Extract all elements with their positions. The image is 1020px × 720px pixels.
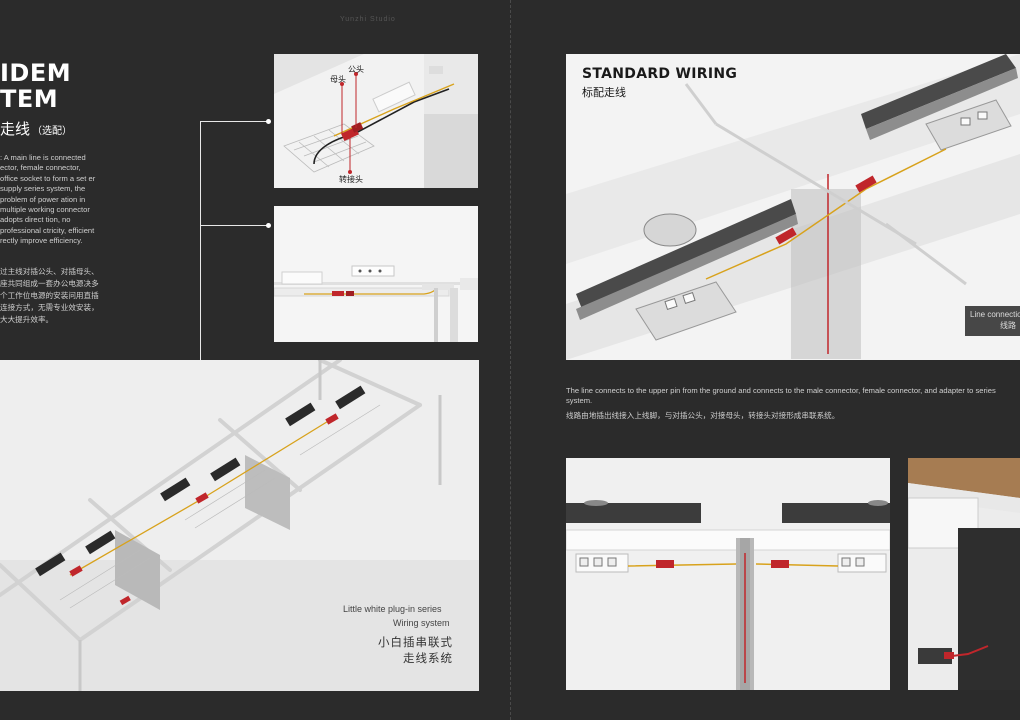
line-tag-en: Line connection (970, 310, 1020, 319)
title-cn-main: 走线 (0, 121, 31, 138)
connector-middle (200, 225, 268, 226)
desk-corner-illustration (908, 458, 1020, 690)
standard-wiring-subtitle: 标配走线 (582, 87, 626, 99)
line-connection-tag: Line connection 线路 (965, 306, 1020, 336)
desk-connector-illustration (566, 458, 890, 690)
standard-wiring-title: STANDARD WIRING (582, 66, 738, 82)
photo-desk-connector-closeup (566, 458, 890, 690)
photo-standard-wiring (566, 54, 1020, 360)
label-male-connector: 公头 (348, 64, 364, 74)
desk-system-illustration (0, 360, 479, 691)
line-tag-cn: 线路 (1000, 321, 1016, 330)
wiring-note-chinese: 线路由地插出线接入上线脚，与对插公头，对接母头，转接头对接形成串联系统。 (566, 411, 840, 420)
caption-en-line2: Wiring system (393, 618, 450, 628)
label-adapter: 转接头 (339, 174, 363, 184)
body-english: : A main line is connected ector, female… (0, 153, 96, 246)
title-line-2: TEM (0, 85, 59, 113)
photo-wiring-detail: 母头 公头 转接头 (274, 54, 478, 188)
connector-vertical (200, 121, 201, 371)
connector-dot-top (266, 119, 271, 124)
desk-side-illustration (274, 206, 478, 342)
label-female-connector: 母头 (330, 74, 346, 84)
connector-dot-middle (266, 223, 271, 228)
page-header: Yunzhi Studio (340, 16, 396, 23)
wiring-note-english: The line connects to the upper pin from … (566, 386, 996, 406)
title-chinese: 走线（选配） (0, 118, 72, 139)
title-cn-optional: （选配） (32, 126, 73, 137)
wiring-detail-illustration: 母头 公头 转接头 (274, 54, 478, 188)
body-chinese: 过主线对插公头、对插母头、座共同组成一套办公电源决多个工作位电源的安装问用直插连… (0, 267, 99, 324)
photo-desk-side-view (274, 206, 478, 342)
title-line-1: IDEM (0, 59, 72, 87)
connector-top (200, 121, 268, 122)
caption-cn-line1: 小白插串联式 (378, 637, 453, 649)
standard-wiring-illustration (566, 54, 1020, 360)
photo-desk-corner-detail (908, 458, 1020, 690)
caption-cn-line2: 走线系统 (403, 653, 453, 665)
spread-fold-line (510, 0, 511, 720)
caption-en-line1: Little white plug-in series (343, 604, 442, 614)
photo-desk-system-render (0, 360, 479, 691)
left-title-block: IDEM TEM 走线（选配） (0, 60, 72, 139)
